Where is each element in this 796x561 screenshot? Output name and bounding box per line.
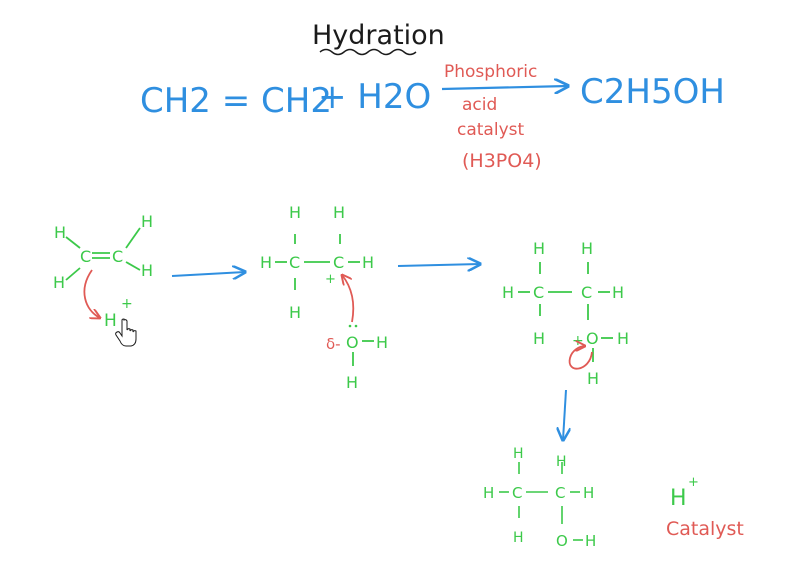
ethanol-c-2: C: [555, 484, 565, 502]
oxonium-h-right: H: [612, 283, 624, 302]
reactant-water: + H2O: [318, 77, 431, 117]
reactant-ethene: CH2 = CH2: [140, 81, 332, 121]
product-ethanol: C2H5OH: [580, 72, 725, 112]
regenerated-proton: H: [670, 486, 687, 511]
ethene-structure: H H C C H H: [53, 212, 153, 292]
carbocation-h-bottom: H: [289, 303, 301, 322]
ethene-h-2: H: [53, 273, 65, 292]
carbocation-h-top-1: H: [289, 203, 301, 222]
water-partial-charge: δ-: [326, 335, 341, 353]
catalyst-line-3: catalyst: [457, 120, 524, 140]
title-group: Hydration: [312, 20, 445, 56]
water-o: O: [346, 333, 359, 352]
ethene-h-3: H: [141, 212, 153, 231]
water-molecule: δ- O H H: [326, 333, 388, 392]
electron-arrow-1: [83, 269, 100, 318]
carbocation-charge: +: [325, 272, 336, 287]
lone-pair-dot-1: [348, 324, 352, 328]
oxonium-c-1: C: [533, 283, 544, 302]
title: Hydration: [312, 20, 445, 51]
ethanol-h-bottom: H: [513, 530, 524, 546]
oxonium-c-2: C: [581, 283, 592, 302]
ethene-c-1: C: [80, 247, 91, 266]
oxonium-o: O: [586, 329, 599, 348]
proton-charge: +: [121, 296, 133, 312]
ethanol-h-top-2: H: [556, 454, 567, 470]
carbocation-h-left: H: [260, 253, 272, 272]
electron-arrow-3: [568, 346, 593, 370]
carbocation-structure: H C C H H H H +: [260, 203, 374, 322]
water-h-bottom: H: [346, 373, 358, 392]
ethene-h-1: H: [54, 223, 66, 242]
reaction-arrow: [441, 86, 568, 89]
hand-pointer-icon: [115, 318, 137, 347]
oxonium-h-bottom: H: [533, 329, 545, 348]
ethanol-c-1: C: [512, 484, 522, 502]
ethanol-h-left: H: [483, 484, 494, 502]
step-arrow-3: [563, 389, 566, 440]
step-arrow-1: [171, 272, 245, 276]
ethanol-o: O: [556, 532, 568, 550]
oxonium-structure: H C C H H H H + O H H: [502, 239, 629, 388]
oxonium-h-o-bottom: H: [587, 369, 599, 388]
regenerated-charge: +: [688, 475, 699, 490]
oxonium-h-top-2: H: [581, 239, 593, 258]
catalyst-formula: (H3PO4): [462, 150, 542, 172]
oxonium-h-top-1: H: [533, 239, 545, 258]
ethene-h-4: H: [141, 261, 153, 280]
catalyst-line-2: acid: [462, 95, 497, 115]
lone-pair-dot-2: [354, 324, 358, 328]
title-underline: [319, 48, 417, 56]
ethanol-h-top-1: H: [513, 446, 524, 462]
carbocation-h-right: H: [362, 253, 374, 272]
carbocation-h-top-2: H: [333, 203, 345, 222]
ethene-c-2: C: [112, 247, 123, 266]
ethanol-h-right: H: [583, 484, 594, 502]
ethanol-structure: H C C H H H H O H: [483, 446, 596, 550]
water-h-right: H: [376, 333, 388, 352]
catalyst-line-1: Phosphoric: [444, 62, 537, 82]
electron-arrow-2: [342, 275, 355, 323]
oxonium-h-left: H: [502, 283, 514, 302]
regenerated-catalyst: H + Catalyst: [666, 475, 744, 540]
carbocation-c-2: C: [333, 253, 344, 272]
ethanol-h-o: H: [585, 532, 596, 550]
overall-equation: CH2 = CH2 + H2O C2H5OH Phosphoric acid c…: [140, 62, 725, 172]
carbocation-c-1: C: [289, 253, 300, 272]
oxonium-h-o-right: H: [617, 329, 629, 348]
proton-h: H: [104, 311, 117, 331]
regenerated-label: Catalyst: [666, 518, 744, 540]
step-arrow-2: [397, 264, 480, 266]
